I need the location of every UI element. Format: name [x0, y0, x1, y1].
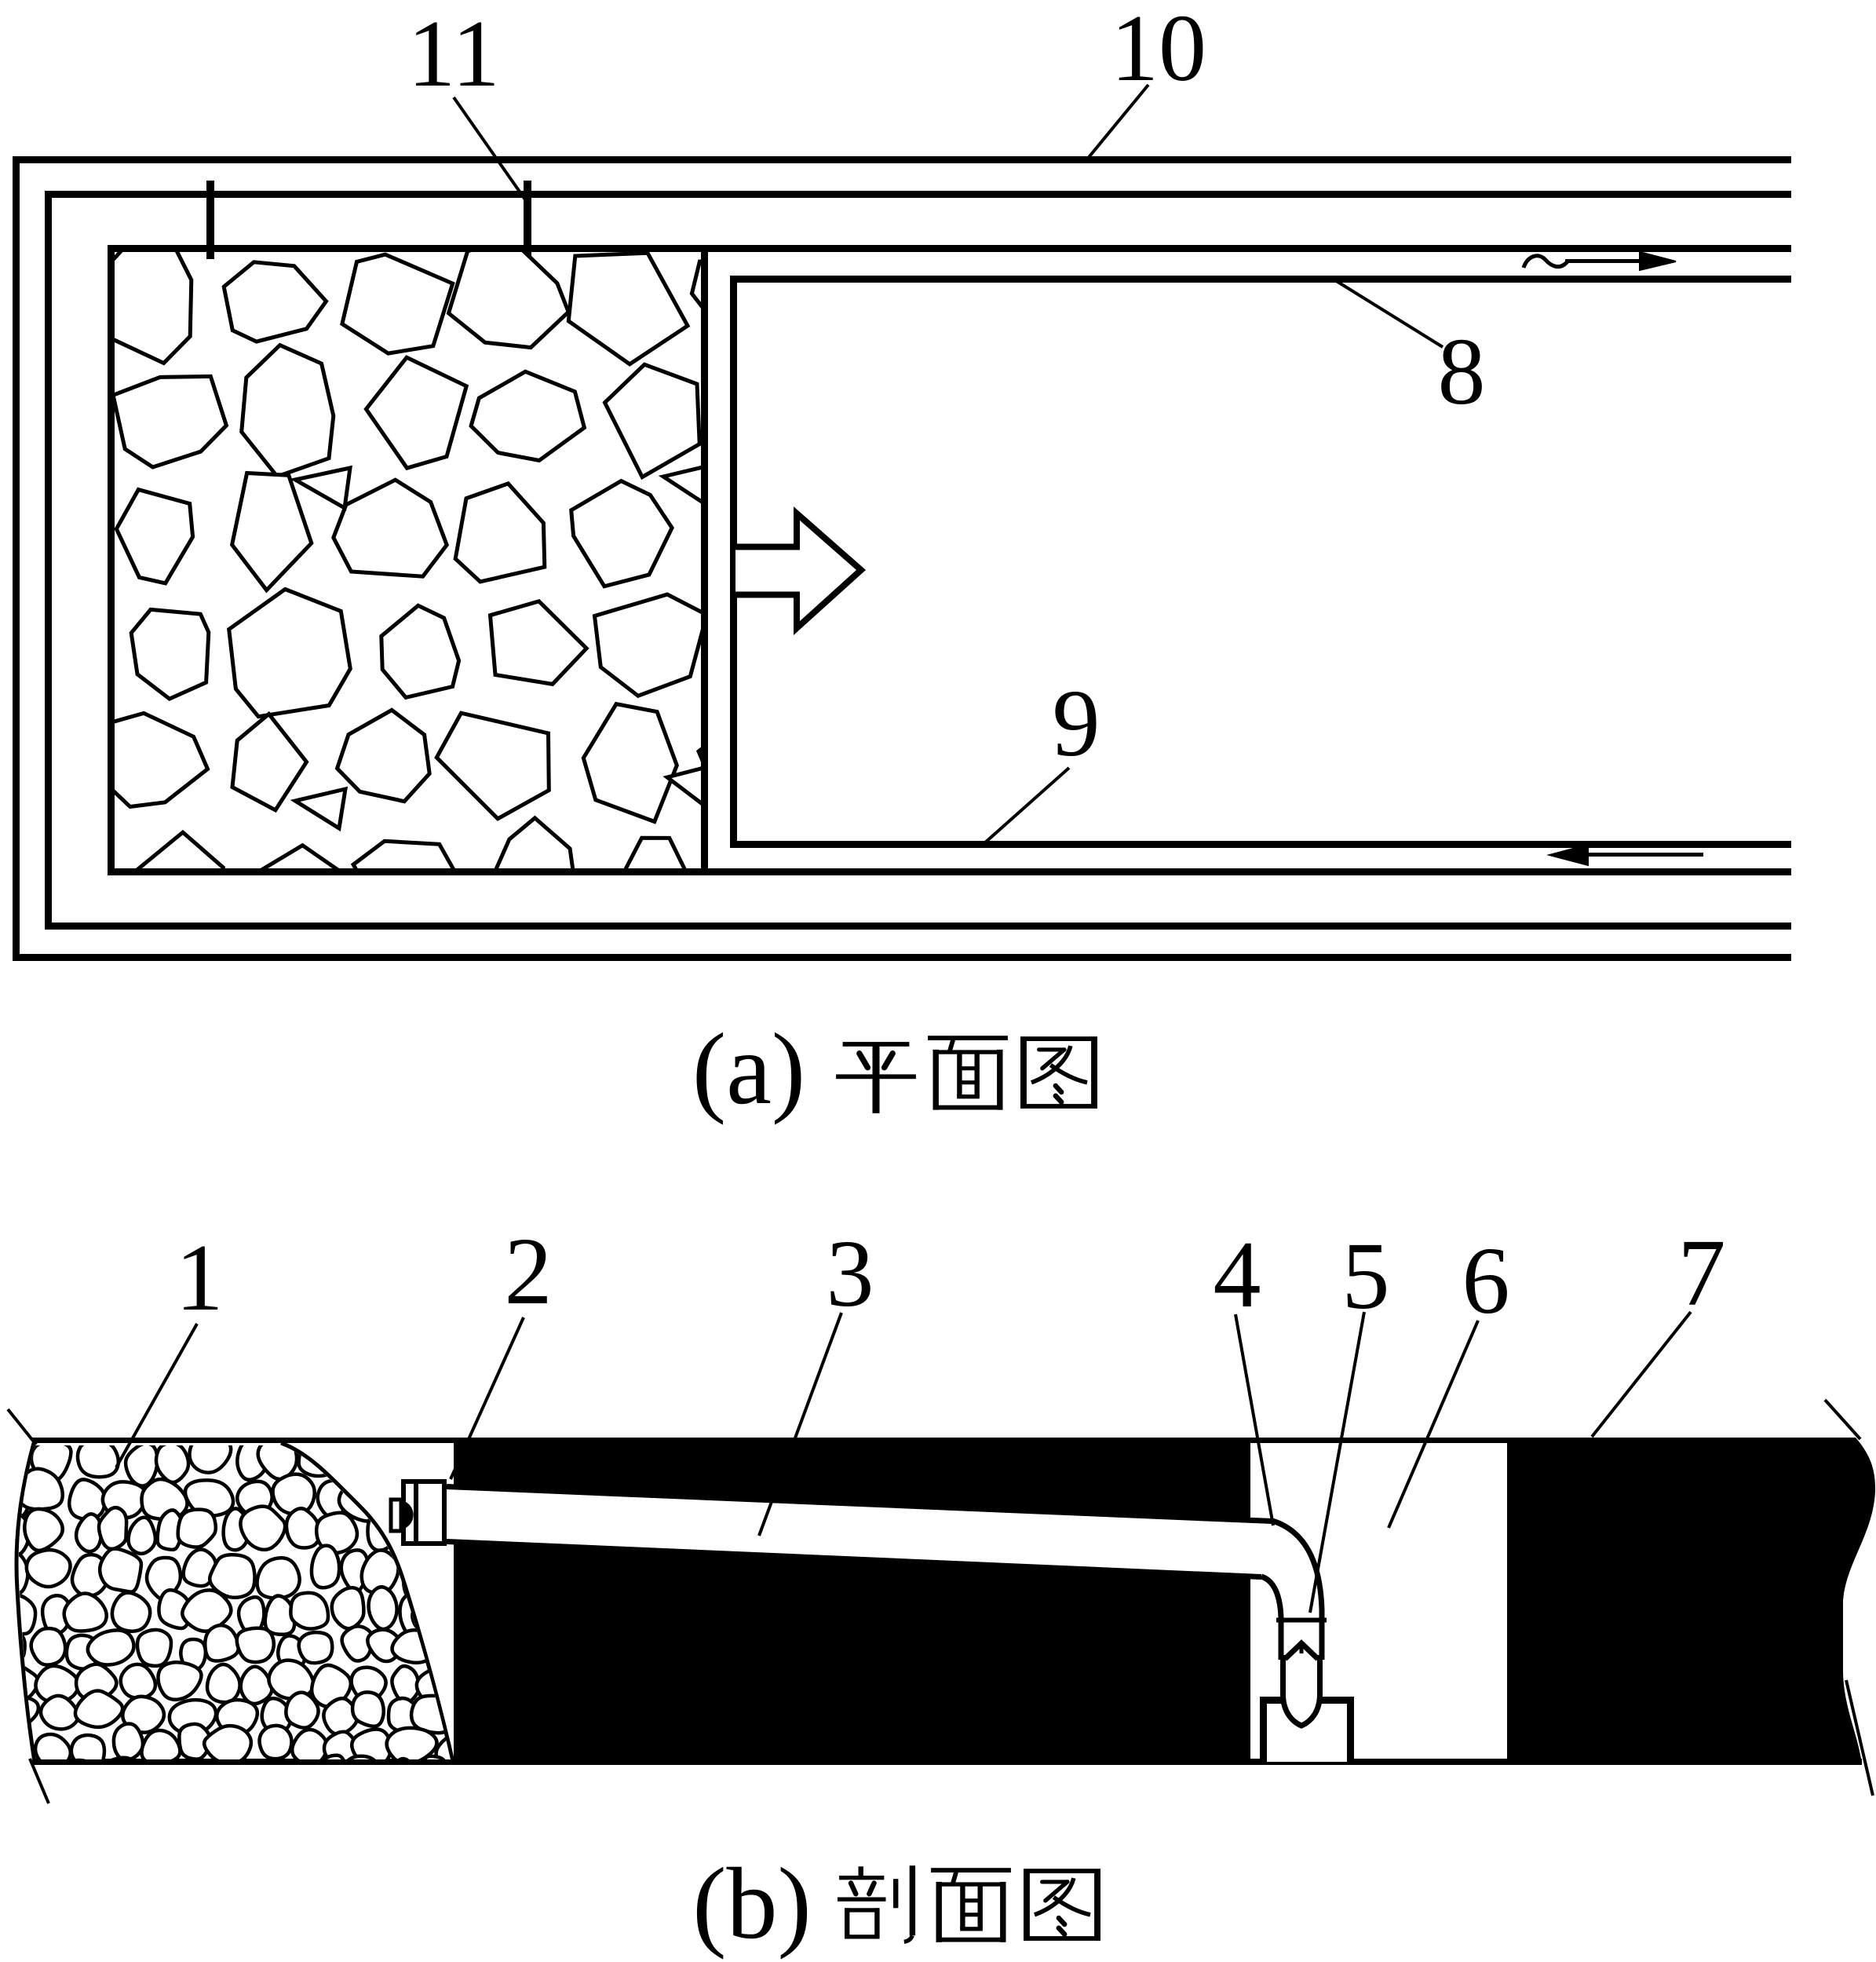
svg-text:11: 11 [407, 1, 499, 107]
svg-text:5: 5 [1342, 1223, 1390, 1329]
svg-text:(b): (b) [692, 1847, 812, 1960]
svg-text:7: 7 [1678, 1220, 1726, 1326]
svg-text:10: 10 [1111, 0, 1206, 101]
svg-text:8: 8 [1438, 319, 1486, 425]
svg-text:4: 4 [1214, 1222, 1261, 1328]
svg-text:1: 1 [176, 1225, 224, 1331]
svg-text:(a): (a) [692, 1013, 805, 1126]
svg-text:6: 6 [1462, 1228, 1510, 1334]
svg-text:2: 2 [505, 1218, 553, 1324]
svg-text:3: 3 [827, 1221, 874, 1327]
svg-text:9: 9 [1053, 670, 1100, 776]
